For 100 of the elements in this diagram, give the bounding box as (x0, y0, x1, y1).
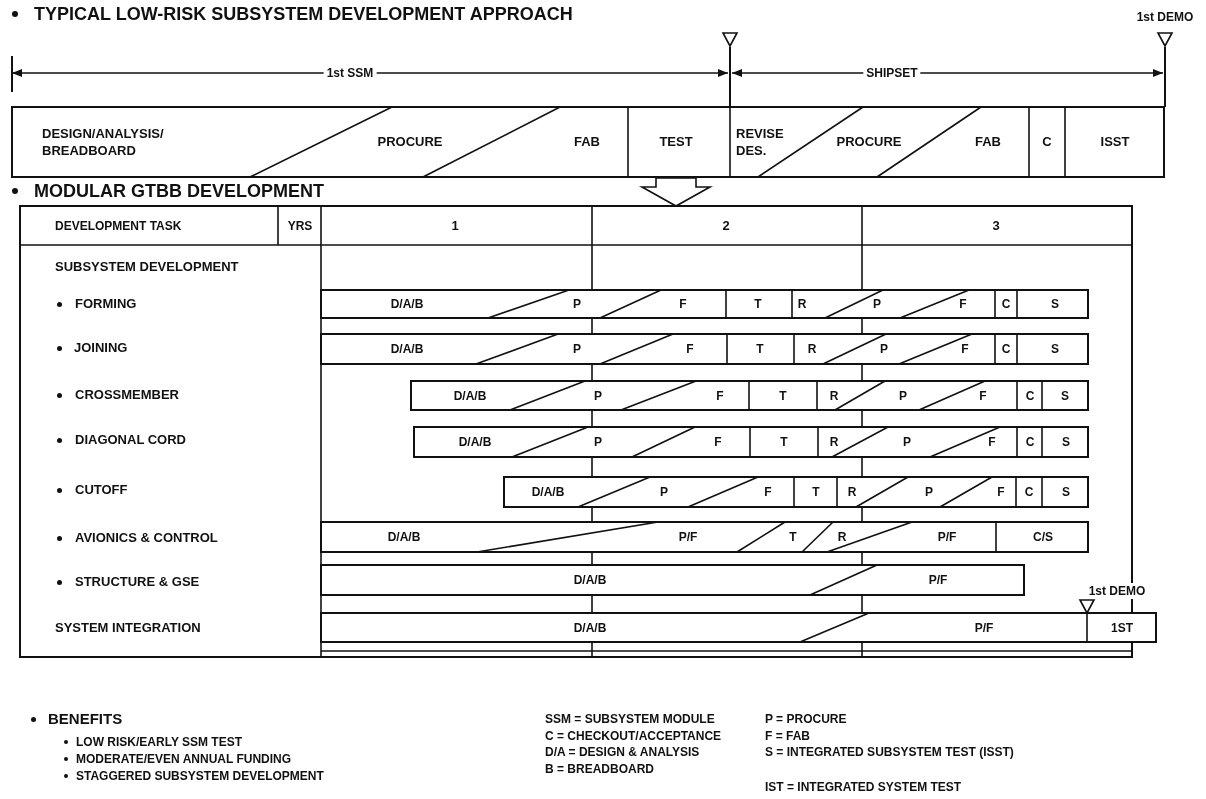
abbreviation-note: C = CHECKOUT/ACCEPTANCE (545, 728, 722, 744)
phase-label: R (807, 342, 817, 356)
phase-label: T (789, 530, 797, 544)
label: AVIONICS & CONTROL (75, 530, 218, 546)
abbreviation-note: B = BREADBOARD (545, 761, 654, 777)
phase-label: T (754, 297, 762, 311)
task-bar (414, 427, 1088, 457)
phase-label: R (797, 297, 807, 311)
phase-label: C (1042, 135, 1052, 149)
phase-label: FAB (975, 135, 1001, 149)
phase-label: F (979, 388, 987, 403)
abbreviation-note: D/A = DESIGN & ANALYSIS (545, 744, 700, 760)
phase-label: DESIGN/ANALYSIS/ BREADBOARD (42, 125, 165, 159)
phase-bar (12, 107, 1164, 177)
phase-label: P (880, 342, 888, 356)
phase-label: F (764, 485, 772, 499)
note-text: MODERATE/EVEN ANNUAL FUNDING (76, 751, 292, 767)
label: 3 (992, 218, 1000, 234)
note-text: STAGGERED SUBSYSTEM DEVELOPMENT (76, 768, 324, 784)
abbreviation-note: S = INTEGRATED SUBSYSTEM TEST (ISST) (765, 744, 1015, 760)
phase-label: T (756, 342, 764, 356)
phase-label: F (716, 388, 724, 403)
abbreviation-note: IST = INTEGRATED SYSTEM TEST (765, 779, 962, 795)
phase-label: R (847, 485, 857, 499)
phase-label: T (812, 485, 820, 499)
phase-label: P/F (928, 573, 948, 587)
label: DEVELOPMENT TASK (55, 218, 182, 234)
task-bar (321, 290, 1088, 318)
label: CUTOFF (75, 482, 128, 498)
phase-label: P (573, 342, 581, 356)
phase-label: P (594, 435, 602, 449)
phase-label: D/A/B (387, 530, 421, 544)
phase-label: P (925, 485, 933, 499)
heading: TYPICAL LOW-RISK SUBSYSTEM DEVELOPMENT APPROACH (34, 3, 573, 25)
phase-label: S (1051, 342, 1059, 356)
phase-label: C (1025, 388, 1035, 403)
phase-label: P/F (678, 530, 698, 544)
phase-label: P (594, 388, 602, 403)
phase-label: R (837, 530, 847, 544)
abbreviation-note: P = PROCURE (765, 711, 847, 727)
phase-label: S (1062, 485, 1070, 499)
phase-label: P (873, 297, 881, 311)
phase-label: F (686, 342, 694, 356)
phase-label: R (829, 388, 839, 403)
label: DIAGONAL CORD (75, 432, 186, 448)
phase-label: D/A/B (390, 297, 424, 311)
phase-label: R (829, 435, 839, 449)
phase-label: PROCURE (836, 135, 902, 149)
label: STRUCTURE & GSE (75, 574, 200, 590)
task-bar (321, 334, 1088, 364)
label: JOINING (74, 340, 128, 356)
label: 1 (451, 218, 459, 234)
phase-label: D/A/B (458, 435, 492, 449)
label: 1st DEMO (1136, 9, 1194, 25)
phase-label: D/A/B (573, 573, 607, 587)
note-text: LOW RISK/EARLY SSM TEST (76, 734, 243, 750)
label: YRS (287, 218, 313, 234)
label: SYSTEM INTEGRATION (55, 620, 201, 636)
abbreviation-note: SSM = SUBSYSTEM MODULE (545, 711, 715, 727)
phase-label: REVISE DES. (736, 125, 785, 159)
phase-label: F (714, 435, 722, 449)
phase-label: S (1051, 297, 1059, 311)
phase-label: C (1024, 485, 1034, 499)
phase-label: FAB (574, 135, 600, 149)
phase-label: D/A/B (573, 620, 607, 635)
phase-label: D/A/B (531, 485, 565, 499)
phase-label: F (679, 297, 687, 311)
task-bar (321, 522, 1088, 552)
phase-label: P (660, 485, 668, 499)
phase-label: P (899, 388, 907, 403)
phase-label: D/A/B (390, 342, 424, 356)
phase-label: F (988, 435, 996, 449)
phase-label: P (903, 435, 911, 449)
phase-label: P/F (974, 620, 994, 635)
phase-label: F (959, 297, 967, 311)
phase-label: T (779, 388, 787, 403)
phase-label: D/A/B (453, 388, 487, 403)
label: SUBSYSTEM DEVELOPMENT (55, 259, 239, 275)
label: FORMING (75, 296, 137, 312)
label: CROSSMEMBER (75, 387, 179, 403)
phase-label: S (1062, 435, 1070, 449)
abbreviation-note: F = FAB (765, 728, 810, 744)
phase-label: P (573, 297, 581, 311)
phase-label: 1ST (1111, 620, 1133, 635)
phase-label: PROCURE (377, 135, 443, 149)
phase-label: C/S (1033, 530, 1053, 544)
phase-label: TEST (659, 135, 693, 149)
note-text: BENEFITS (48, 711, 123, 727)
phase-label: P/F (937, 530, 957, 544)
phase-label: ISST (1100, 135, 1130, 149)
phase-label: C (1001, 297, 1011, 311)
phase-label: C (1001, 342, 1011, 356)
phase-label: T (780, 435, 788, 449)
phase-label: S (1061, 388, 1069, 403)
phase-label: F (997, 485, 1005, 499)
task-bar (504, 477, 1088, 507)
task-bar (321, 565, 1024, 595)
phase-label: C (1025, 435, 1035, 449)
task-bar (411, 381, 1088, 410)
phase-label: F (961, 342, 969, 356)
